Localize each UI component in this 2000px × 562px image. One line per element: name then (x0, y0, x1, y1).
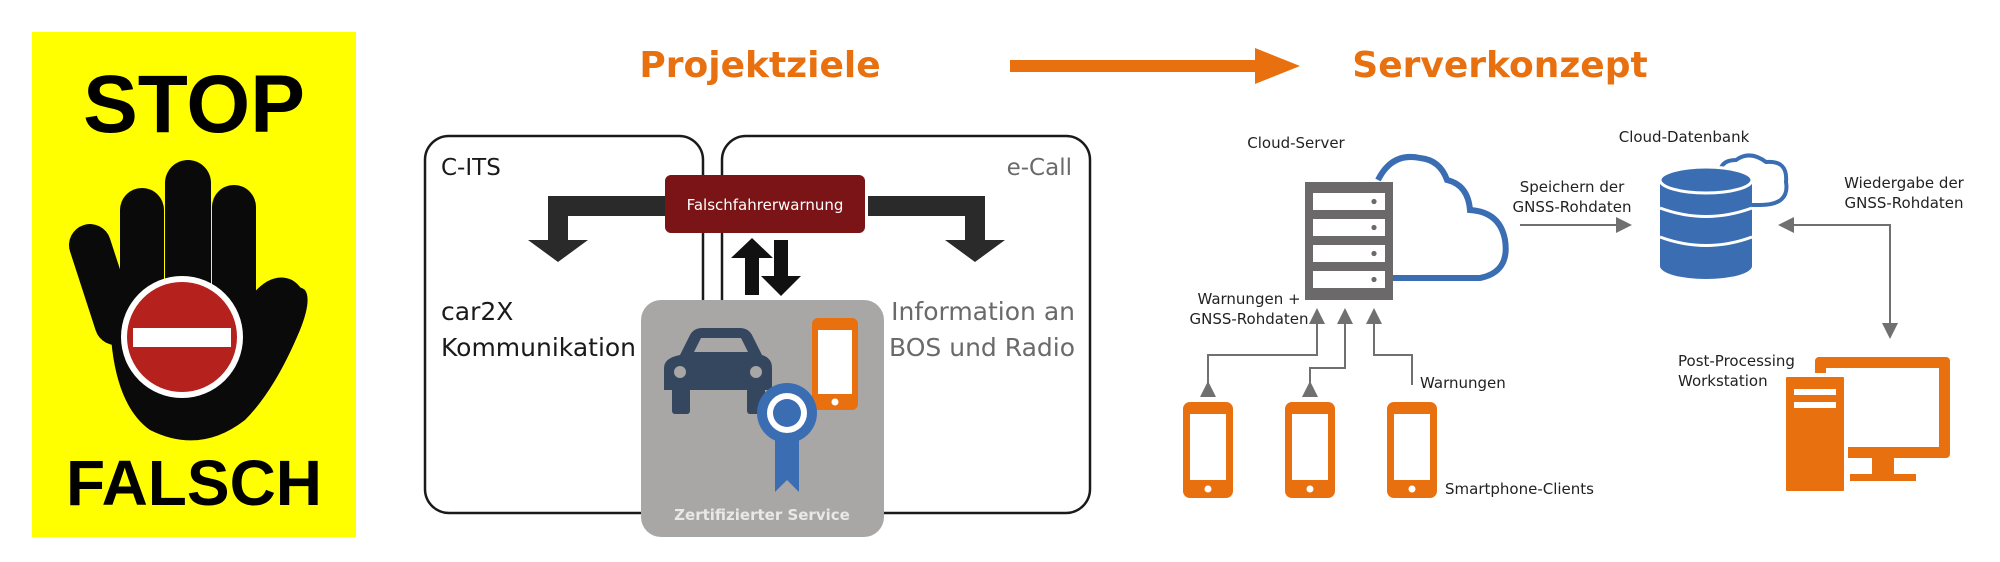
heading-projektziele: Projektziele (639, 45, 880, 86)
serverkonzept-diagram: Cloud-Server Cloud-Datenbank Speichern d (1183, 128, 1965, 498)
no-entry-icon (121, 276, 243, 398)
pp-label-line2: Workstation (1678, 372, 1768, 390)
projektziele-diagram: C-ITS e-Call Falschfahrerwarnung car2X K… (423, 134, 1092, 537)
arrow-left-down-icon (528, 196, 665, 262)
cloud-icon (1375, 154, 1509, 281)
ecall-label: e-Call (1007, 155, 1072, 181)
replay-label-line2: GNSS-Rohdaten (1844, 194, 1963, 212)
sign-stop-text: STOP (83, 59, 305, 150)
arrow-up-down-icon (731, 238, 801, 296)
arrow-right-down-icon (868, 196, 1005, 262)
smartphone-icon-3 (1387, 402, 1437, 498)
arrow-phone3-server (1366, 308, 1413, 385)
car2x-label-line1: car2X (441, 297, 513, 326)
warning-box (665, 175, 865, 233)
phone-icon (812, 318, 858, 410)
arrow-server-phone2 (1302, 308, 1353, 397)
store-label-line2: GNSS-Rohdaten (1512, 198, 1631, 216)
smartphone-icon-1 (1183, 402, 1233, 498)
replay-arrow-down (1882, 224, 1898, 339)
cloud-server-label: Cloud-Server (1247, 134, 1345, 152)
cits-label: C-ITS (441, 155, 501, 181)
replay-label-line1: Wiedergabe der (1844, 174, 1965, 192)
warnings-label: Warnungen (1420, 374, 1506, 392)
server-icon (1305, 182, 1393, 300)
warnings-plus-label-line2: GNSS-Rohdaten (1189, 310, 1308, 328)
database-icon (1658, 153, 1789, 279)
cloud-db-label: Cloud-Datenbank (1619, 128, 1750, 146)
stop-sign: STOP FALSCH (32, 32, 356, 537)
certified-service-label: Zertifizierter Service (674, 506, 850, 524)
info-label-line2: BOS und Radio (889, 333, 1075, 362)
workstation-icon (1782, 357, 1950, 495)
warnings-plus-label-line1: Warnungen + (1197, 290, 1300, 308)
smartphone-icon-2 (1285, 402, 1335, 498)
certificate-badge-icon (757, 383, 817, 492)
heading-serverkonzept: Serverkonzept (1352, 45, 1647, 86)
pp-label-line1: Post-Processing (1678, 352, 1795, 370)
info-label-line1: Information an (891, 297, 1075, 326)
sign-falsch-text: FALSCH (66, 447, 322, 519)
car2x-label-line2: Kommunikation (441, 333, 636, 362)
warning-box-label: Falschfahrerwarnung (687, 196, 844, 214)
car-icon (664, 328, 772, 414)
smartphones-label: Smartphone-Clients (1445, 480, 1594, 498)
store-label-line1: Speichern der (1520, 178, 1625, 196)
orange-arrow-icon (1010, 48, 1300, 84)
